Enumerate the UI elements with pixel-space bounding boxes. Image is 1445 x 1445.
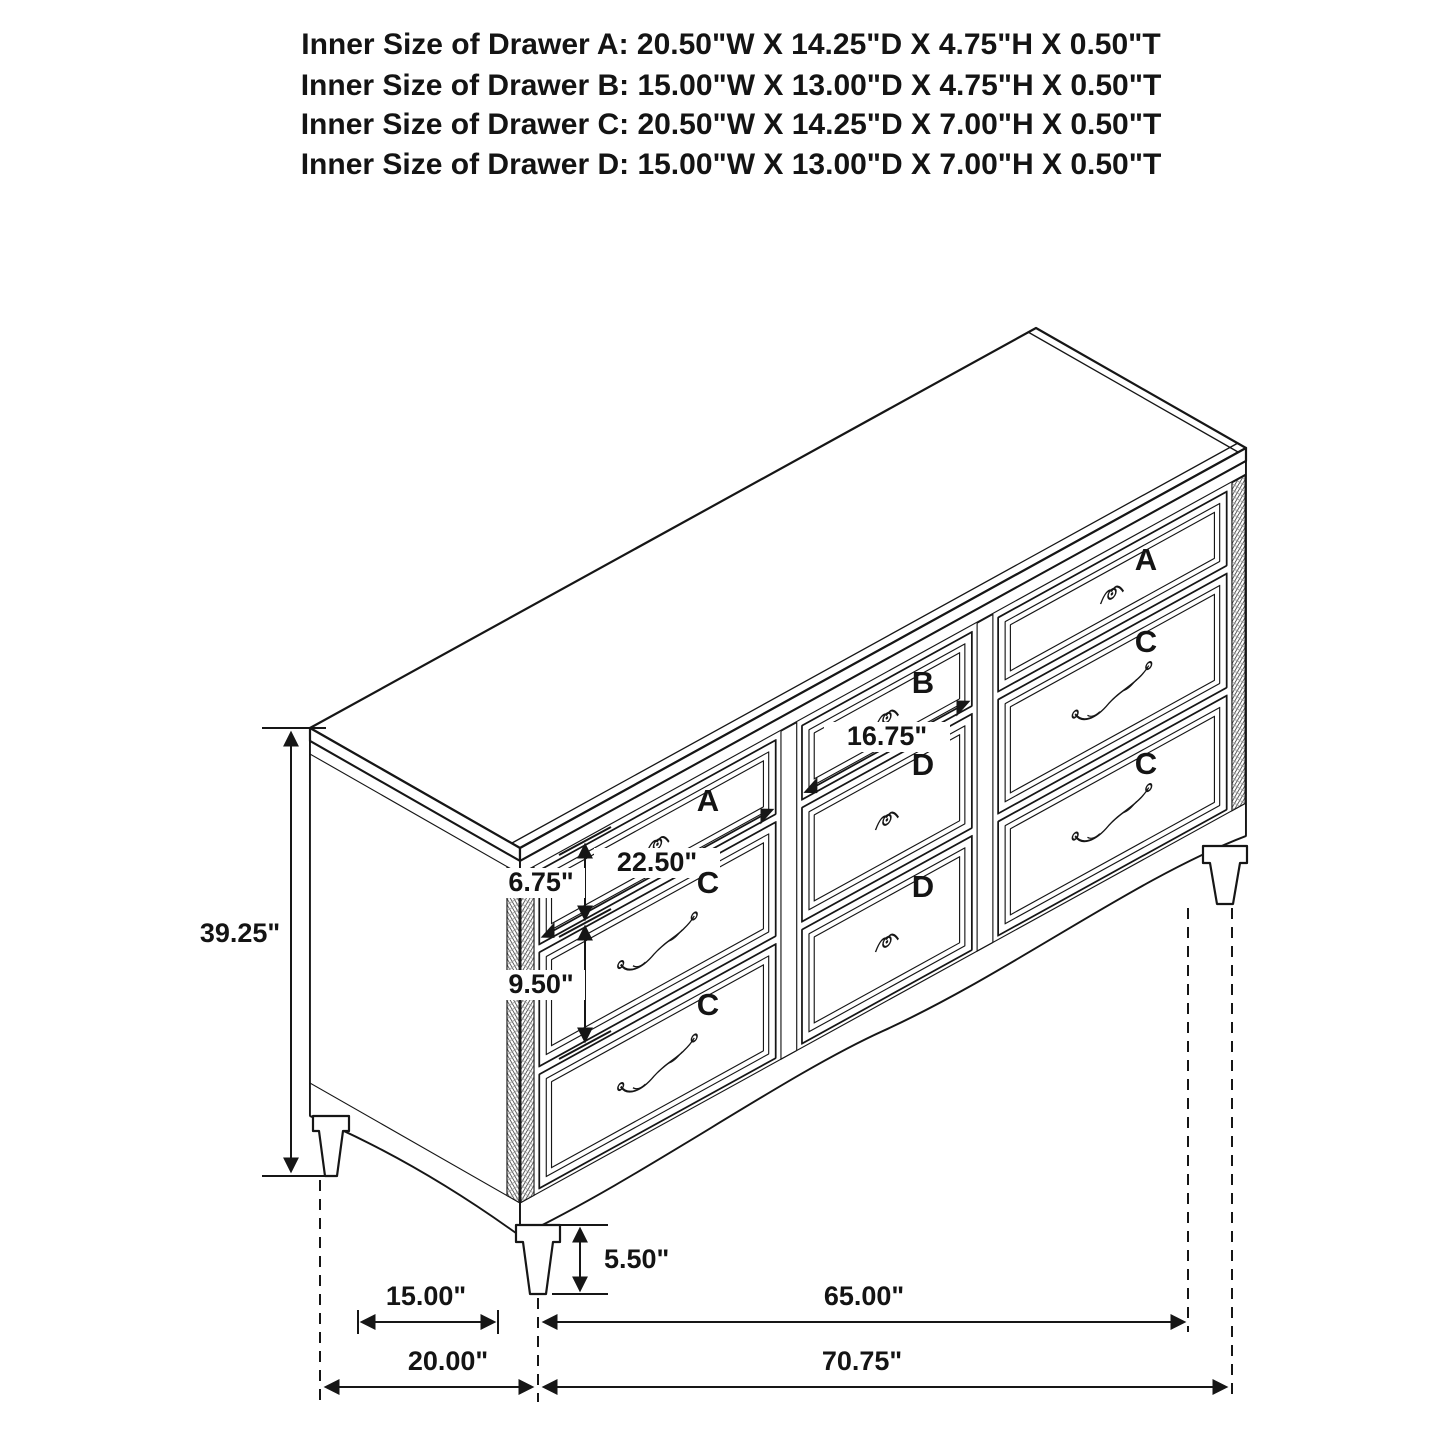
corner-pilaster-front-left	[520, 866, 535, 1204]
drawer-right-a	[997, 490, 1228, 693]
front-right-leg	[1201, 844, 1249, 906]
front-left-leg	[514, 1223, 562, 1296]
header-line-1: Inner Size of Drawer A: 20.50"W X 14.25"…	[301, 28, 1160, 61]
dim-label-width-between-legs: 65.00"	[824, 1281, 904, 1311]
projection-lines	[319, 908, 1233, 1402]
dim-label-depth-between-legs: 15.00"	[386, 1281, 466, 1311]
drawer-label-mid-d2: D	[912, 869, 934, 904]
back-left-leg	[311, 1114, 351, 1178]
front-face	[519, 459, 1247, 1238]
dim-label-top-drawer-height: 6.75"	[508, 867, 573, 897]
column-divider-1	[780, 721, 798, 1060]
left-side-face	[308, 739, 521, 1238]
top-face	[308, 326, 1248, 863]
drawer-letters: A C C B D D A C C	[697, 542, 1157, 1022]
drawer-mid-d2	[801, 834, 973, 1045]
dim-label-lower-drawer-height: 9.50"	[508, 969, 573, 999]
dim-label-side-drawer-width: 22.50"	[617, 847, 697, 877]
drawer-label-mid-d1: D	[912, 747, 934, 782]
dimension-annotations	[262, 727, 1229, 1395]
dimension-labels: 39.25" 6.75" 9.50" 5.50" 22.50" 16.75" 1…	[200, 721, 950, 1376]
corner-pilaster-front-right	[1231, 474, 1246, 812]
dim-label-leg-height: 5.50"	[604, 1244, 669, 1274]
header-block: Inner Size of Drawer A: 20.50"W X 14.25"…	[301, 28, 1162, 181]
drawer-label-left-c2: C	[697, 987, 719, 1022]
header-line-3: Inner Size of Drawer C: 20.50"W X 14.25"…	[301, 108, 1162, 141]
column-divider-2	[976, 613, 994, 952]
drawer-right-c2	[997, 694, 1228, 937]
legs	[311, 844, 1249, 1296]
drawer-label-mid-b: B	[912, 665, 934, 700]
drawer-label-left-c1: C	[697, 865, 719, 900]
drawer-right-c1	[997, 572, 1228, 815]
dim-label-middle-drawer-width: 16.75"	[847, 721, 927, 751]
header-line-2: Inner Size of Drawer B: 15.00"W X 13.00"…	[301, 69, 1162, 102]
drawer-label-left-a: A	[697, 783, 719, 818]
drawer-left-c2	[538, 942, 777, 1190]
dim-label-overall-width: 70.75"	[822, 1346, 902, 1376]
drawer-label-right-c2: C	[1135, 746, 1157, 781]
corner-pilaster-side	[506, 866, 520, 1204]
dim-label-overall-height: 39.25"	[200, 918, 280, 948]
dim-label-overall-depth: 20.00"	[408, 1346, 488, 1376]
drawer-label-right-c1: C	[1135, 624, 1157, 659]
drawer-label-right-a: A	[1135, 542, 1157, 577]
header-line-4: Inner Size of Drawer D: 15.00"W X 13.00"…	[301, 148, 1162, 181]
